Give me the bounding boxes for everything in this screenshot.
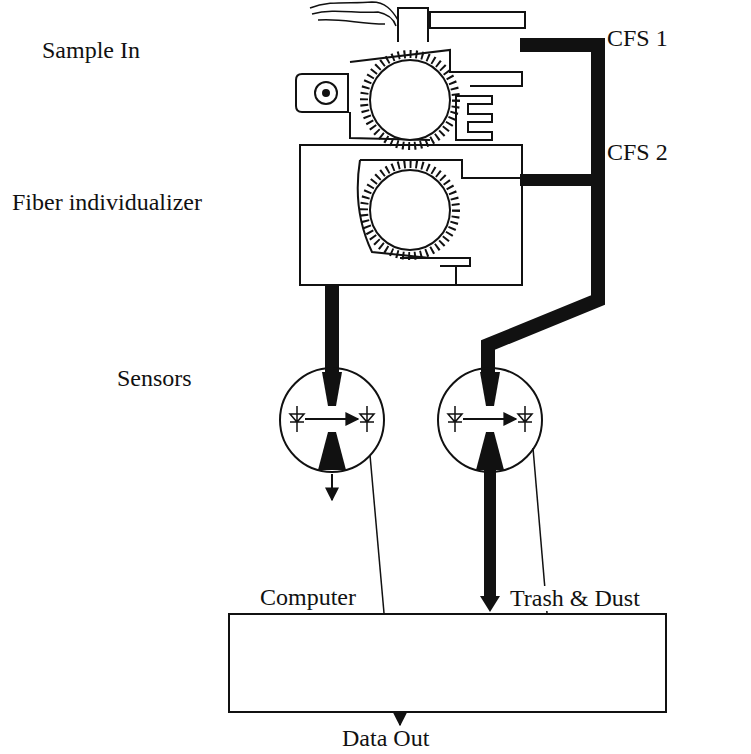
part-label: CFS 2	[605, 140, 670, 165]
part-label: Trash & Dust	[508, 586, 642, 611]
box-heading: Computer	[258, 585, 358, 610]
part-label: Data Out	[340, 726, 431, 751]
part-label: CFS 1	[605, 26, 670, 51]
optical-sensors	[280, 368, 542, 472]
part-label: Sample In	[40, 38, 142, 63]
air-ducts	[332, 45, 598, 598]
computer-box: Computer	[228, 613, 667, 713]
part-label: Sensors	[115, 366, 194, 391]
sensor-internals	[290, 372, 532, 470]
machine-drawing	[296, 2, 525, 285]
part-label: Fiber individualizer	[10, 190, 204, 215]
